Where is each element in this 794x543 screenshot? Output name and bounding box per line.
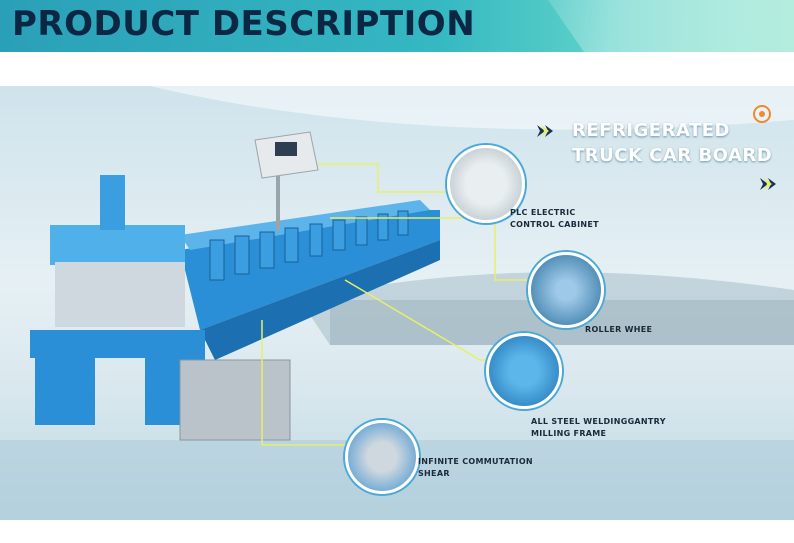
plc-label-line1: PLC ELECTRIC xyxy=(510,208,576,217)
shear-label-line2: SHEAR xyxy=(418,469,450,478)
header-decoration xyxy=(548,0,794,52)
frame-photo xyxy=(486,333,562,409)
roller-label: ROLLER WHEE xyxy=(585,325,653,334)
plc-label: PLC ELECTRIC CONTROL CABINET xyxy=(510,207,599,231)
hero-title-line1: REFRIGERATED xyxy=(572,120,730,141)
frame-label: ALL STEEL WELDINGGANTRY MILLING FRAME xyxy=(531,416,666,440)
roller-photo xyxy=(528,252,604,328)
header-banner: PRODUCT DESCRIPTION xyxy=(0,0,794,52)
shear-label-line1: INFINITE COMMUTATION xyxy=(418,457,533,466)
frame-label-line1: ALL STEEL WELDINGGANTRY xyxy=(531,417,666,426)
hero-title: REFRIGERATED TRUCK CAR BOARD xyxy=(572,118,772,168)
plc-cabinet-photo xyxy=(447,145,525,223)
shear-label: INFINITE COMMUTATION SHEAR xyxy=(418,456,533,480)
page-title: PRODUCT DESCRIPTION xyxy=(12,4,476,44)
frame-label-line2: MILLING FRAME xyxy=(531,429,607,438)
shear-photo xyxy=(345,420,419,494)
hero-title-line2: TRUCK CAR BOARD xyxy=(572,145,773,166)
plc-label-line2: CONTROL CABINET xyxy=(510,220,599,229)
